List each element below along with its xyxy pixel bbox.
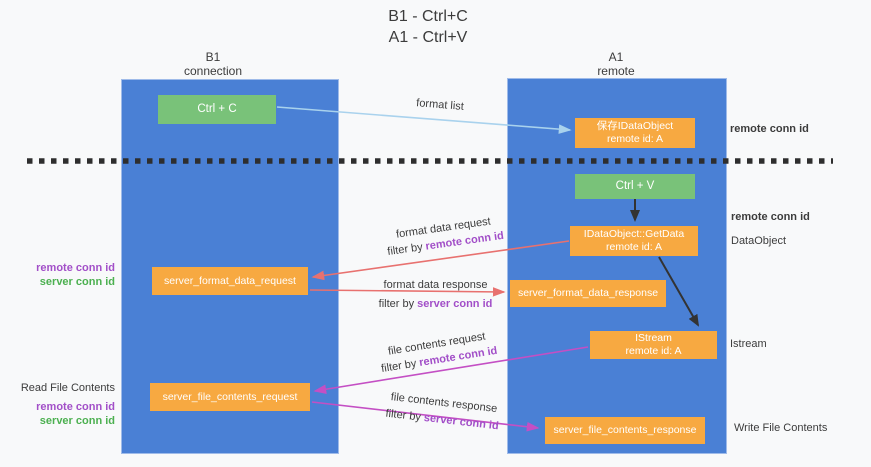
remote-conn-id-label: remote conn id <box>36 401 115 413</box>
file-contents-request-label: file contents request filter by remote c… <box>380 330 499 376</box>
filter-prefix: filter by <box>380 357 421 376</box>
file-conn-id-labels: remote conn id server conn id <box>13 401 115 428</box>
ctrl-c-box: Ctrl + C <box>158 95 276 124</box>
filter-prefix: filter by <box>386 240 427 259</box>
format-data-request-label: format data request filter by remote con… <box>386 215 505 259</box>
getdata-line2: remote id: A <box>605 241 663 253</box>
filter-key-server-conn-id: server conn id <box>417 298 493 310</box>
ctrl-c-label: Ctrl + C <box>197 103 237 115</box>
save-idataobject-line2: remote id: A <box>606 133 664 145</box>
filter-prefix: filter by <box>378 298 418 310</box>
remote-conn-id-label-mid: remote conn id <box>731 211 810 223</box>
format-response-label: server_format_data_response <box>517 287 659 299</box>
save-idataobject-line1: 保存IDataObject <box>596 120 674 132</box>
format-request-label: server_format_data_request <box>164 274 296 287</box>
server-file-contents-response-box: server_file_contents_response <box>545 417 705 444</box>
column-header-b1: B1 connection <box>153 50 273 78</box>
column-header-a1: A1 remote <box>556 50 676 78</box>
read-file-contents-label: Read File Contents <box>20 382 115 394</box>
istream-side-label: Istream <box>730 338 767 350</box>
istream-line2: remote id: A <box>625 345 682 357</box>
server-conn-id-label: server conn id <box>39 414 115 427</box>
save-idataobject-box: 保存IDataObject remote id: A <box>575 118 695 148</box>
file-response-label: server_file_contents_response <box>553 424 697 436</box>
filter-prefix: filter by <box>384 407 425 424</box>
column-b1-name: B1 <box>205 50 221 64</box>
getdata-line1: IDataObject::GetData <box>583 228 685 240</box>
dataobject-label: DataObject <box>731 235 787 247</box>
ctrl-v-label: Ctrl + V <box>615 180 655 192</box>
format-list-label: format list <box>415 97 465 113</box>
format-data-response-label: format data response filter by server co… <box>378 279 493 310</box>
format-conn-id-labels: remote conn id server conn id <box>13 262 115 289</box>
write-file-contents-label: Write File Contents <box>734 422 828 434</box>
server-format-data-request-box: server_format_data_request <box>152 267 308 295</box>
column-a1-name: A1 <box>608 50 624 64</box>
istream-box: IStream remote id: A <box>590 331 717 359</box>
file-request-label: server_file_contents_request <box>162 390 298 403</box>
column-a1-subtitle: remote <box>597 64 635 78</box>
istream-line1: IStream <box>635 332 672 344</box>
remote-conn-id-label: remote conn id <box>36 262 115 274</box>
server-file-contents-request-box: server_file_contents_request <box>150 383 310 411</box>
idataobject-getdata-box: IDataObject::GetData remote id: A <box>570 226 698 256</box>
title-line-1: B1 - Ctrl+C <box>388 8 468 25</box>
server-format-data-response-box: server_format_data_response <box>510 280 666 307</box>
server-conn-id-label: server conn id <box>39 275 115 288</box>
diagram-title: B1 - Ctrl+C A1 - Ctrl+V <box>128 6 728 48</box>
remote-conn-id-label-top: remote conn id <box>730 123 809 135</box>
column-b1-subtitle: connection <box>183 64 243 78</box>
title-line-2: A1 - Ctrl+V <box>388 29 468 46</box>
file-contents-response-label: file contents response filter by server … <box>384 391 500 433</box>
ctrl-v-box: Ctrl + V <box>575 174 695 199</box>
